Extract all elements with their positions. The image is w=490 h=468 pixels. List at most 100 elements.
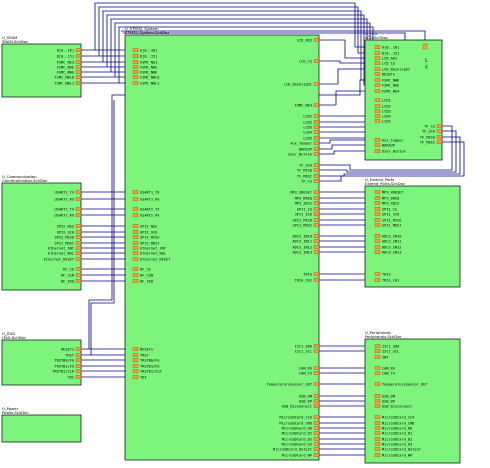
sram-fsmc-nwe-port[interactable] [75, 70, 82, 74]
comm-spi2-mosi-port[interactable] [75, 241, 82, 245]
lcd-tf-mosi-port[interactable] [436, 140, 443, 144]
lcd-lcd-adj-port[interactable] [374, 56, 381, 60]
sys-tdi-port[interactable] [132, 375, 139, 379]
lcd-aux-temper-port[interactable] [374, 138, 381, 142]
comm-ethernet-reset-port[interactable] [75, 257, 82, 261]
sys-adc3-in13-port[interactable] [313, 250, 320, 254]
lcd-fsmc-noe-port[interactable] [374, 83, 381, 87]
per-microsdcard-d2-port[interactable] [374, 437, 381, 441]
sys-mp3-xdcs-port[interactable] [313, 201, 320, 205]
sys-trstb1-clk-port[interactable] [132, 369, 139, 373]
sram-fsmc-nbl1-port[interactable] [75, 81, 82, 85]
ext-spi1-cs-port[interactable] [374, 207, 381, 211]
lcd-lcd3-port[interactable] [374, 109, 381, 113]
lcd-wakeup-port[interactable] [374, 143, 381, 147]
sys-temperaturesensor-out-port[interactable] [313, 382, 320, 386]
sys-trst-port[interactable] [132, 353, 139, 357]
sys-tf-miso-port[interactable] [313, 168, 320, 172]
per-usb-dm-port[interactable] [374, 394, 381, 398]
lcd-resetn-port[interactable] [374, 72, 381, 76]
sys-rf-ce-port[interactable] [132, 267, 139, 271]
sram-a-0-18-port[interactable] [75, 48, 82, 52]
sys-wakeup-port[interactable] [313, 147, 320, 151]
sys-tf-sck-port[interactable] [313, 163, 320, 167]
comm-usart2-rx-port[interactable] [75, 213, 82, 217]
comm-ethernet-wol-port[interactable] [75, 251, 82, 255]
sys-usart1-tx-port[interactable] [132, 190, 139, 194]
sys-can-tx-port[interactable] [313, 371, 320, 375]
sys-microsdcard-cmd-port[interactable] [313, 421, 320, 425]
per-can-rx-port[interactable] [374, 366, 381, 370]
comm-usart1-rx-port[interactable] [75, 197, 82, 201]
comm-rf-csn-port[interactable] [75, 273, 82, 277]
sys-spi2-nss-port[interactable] [132, 224, 139, 228]
per-int-port[interactable] [374, 355, 381, 359]
lcd-lcd2-port[interactable] [374, 104, 381, 108]
lcd-lcd-backlight-port[interactable] [374, 67, 381, 71]
per-usb-disconnect-port[interactable] [374, 404, 381, 408]
sys-usart2-tx-port[interactable] [132, 207, 139, 211]
sys-user-button-port[interactable] [313, 152, 320, 156]
ext-spi1-sck-port[interactable] [374, 212, 381, 216]
lcd-fsmc-ne4-port[interactable] [374, 89, 381, 93]
per-microsdcard-cmd-port[interactable] [374, 421, 381, 425]
ext-mp3-dreq-port[interactable] [374, 196, 381, 200]
sys-fsmc-nbl1-port[interactable] [132, 81, 139, 85]
lcd-user-button-port[interactable] [374, 149, 381, 153]
comm-spi2-nss-port[interactable] [75, 224, 82, 228]
sys-usb-dm-port[interactable] [313, 394, 320, 398]
sys-ethernet-wol-port[interactable] [132, 251, 139, 255]
jtag-trstb1-clk-port[interactable] [75, 369, 82, 373]
lcd-tf-sck-port[interactable] [436, 129, 443, 133]
lcd-a-0-18-port[interactable] [374, 45, 381, 49]
sys-fsmc-ne4-port[interactable] [313, 103, 320, 107]
sys-tf-mosi-port[interactable] [313, 174, 320, 178]
per-microsdcard-d1-port[interactable] [374, 431, 381, 435]
sys-lcd-backlight-port[interactable] [313, 82, 320, 86]
sys-mp3-xreset-port[interactable] [313, 190, 320, 194]
comm-rf-ce-port[interactable] [75, 267, 82, 271]
per-microsdcard-clk-port[interactable] [374, 415, 381, 419]
sys-microsdcard-d1-port[interactable] [313, 431, 320, 435]
per-microsdcard-d3-port[interactable] [374, 442, 381, 446]
sys-microsdcard-d3-port[interactable] [313, 442, 320, 446]
jtag-tdi-port[interactable] [75, 375, 82, 379]
lcd-tf-miso-port[interactable] [436, 135, 443, 139]
sys-trig-ch1-port[interactable] [313, 278, 320, 282]
per-can-tx-port[interactable] [374, 371, 381, 375]
sys-mp3-dreq-port[interactable] [313, 196, 320, 200]
sys-lcd-adj-port[interactable] [313, 38, 320, 42]
sys-fsmc-nbl0-port[interactable] [132, 75, 139, 79]
lcd-lcd-cs-port[interactable] [374, 61, 381, 65]
sys-adc3-in11-port[interactable] [313, 239, 320, 243]
sys-lcd-cs-port[interactable] [313, 59, 320, 63]
lcd-block[interactable]: U_LCDLCD.SchDocA[0..18]D[0..15]LCD_ADJLC… [364, 31, 443, 161]
sys-microsdcard-wp-port[interactable] [313, 453, 320, 457]
sys-trstb0-fg-port[interactable] [132, 358, 139, 362]
jtag-trst-port[interactable] [75, 353, 82, 357]
lcd-lcd5-port[interactable] [374, 119, 381, 123]
comm-usart2-tx-port[interactable] [75, 207, 82, 211]
per-usb-dp-port[interactable] [374, 399, 381, 403]
sys-fsmc-nwe-port[interactable] [132, 70, 139, 74]
sys-spi1-sck-port[interactable] [313, 212, 320, 216]
sys-usart1-rx-port[interactable] [132, 197, 139, 201]
sys-microsdcard-d0-port[interactable] [313, 426, 320, 430]
per-microsdcard-d0-port[interactable] [374, 426, 381, 430]
sys-i2c1-scl-port[interactable] [313, 349, 320, 353]
sys-spi2-mosi-port[interactable] [132, 241, 139, 245]
sys-ethernet-int-port[interactable] [132, 246, 139, 250]
jtag-block[interactable]: U_JTAGJTAG.SchDocRESETnTRSTTRSTB0/FGTRST… [1, 331, 82, 386]
per-i2c1-sda-port[interactable] [374, 344, 381, 348]
comm-usart1-tx-port[interactable] [75, 190, 82, 194]
lcd-fsmc-nwe-port[interactable] [374, 78, 381, 82]
sram-fsmc-ne3-port[interactable] [75, 60, 82, 64]
sys-ethernet-reset-port[interactable] [132, 257, 139, 261]
sys-spi1-miso-port[interactable] [313, 218, 320, 222]
sys-usart2-rx-port[interactable] [132, 213, 139, 217]
comm-ethernet-int-port[interactable] [75, 246, 82, 250]
sys-lcd4-port[interactable] [313, 130, 320, 134]
jtag-trstb1-fg-port[interactable] [75, 364, 82, 368]
sys-lcd1-port[interactable] [313, 114, 320, 118]
